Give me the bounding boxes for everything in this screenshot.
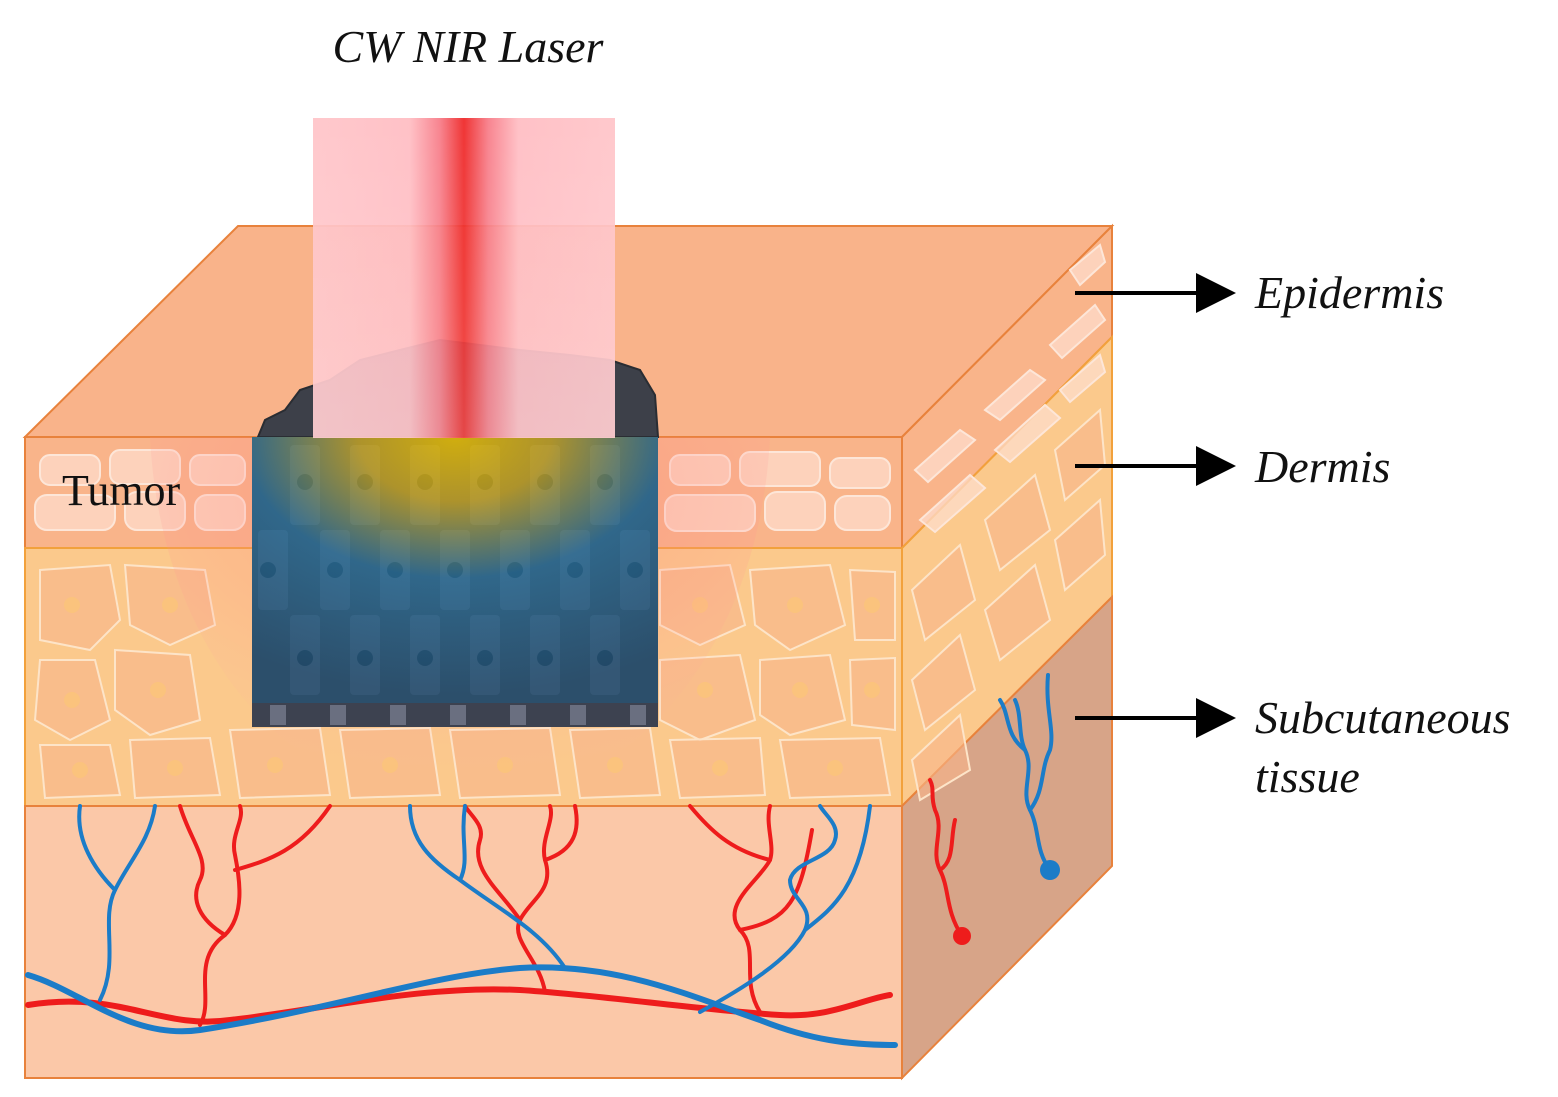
laser-label: CW NIR Laser bbox=[333, 21, 605, 72]
subcutaneous-label-line2: tissue bbox=[1255, 751, 1360, 802]
subcutaneous-side bbox=[901, 594, 1113, 1081]
vein-end-dot bbox=[1040, 860, 1060, 880]
epidermis-side-cells bbox=[913, 243, 1107, 534]
dermis-label: Dermis bbox=[1254, 441, 1390, 492]
arteries bbox=[25, 778, 964, 1027]
dermis-side-cells bbox=[910, 407, 1107, 802]
tumor-label: Tumor bbox=[62, 466, 181, 515]
side-vein bbox=[998, 673, 1054, 872]
side-artery bbox=[928, 778, 964, 938]
artery-end-dot bbox=[953, 927, 971, 945]
veins bbox=[25, 673, 1054, 1048]
epidermis-label: Epidermis bbox=[1254, 267, 1444, 318]
subcutaneous-label-line1: Subcutaneous bbox=[1255, 692, 1511, 743]
laser-beam bbox=[313, 118, 615, 438]
